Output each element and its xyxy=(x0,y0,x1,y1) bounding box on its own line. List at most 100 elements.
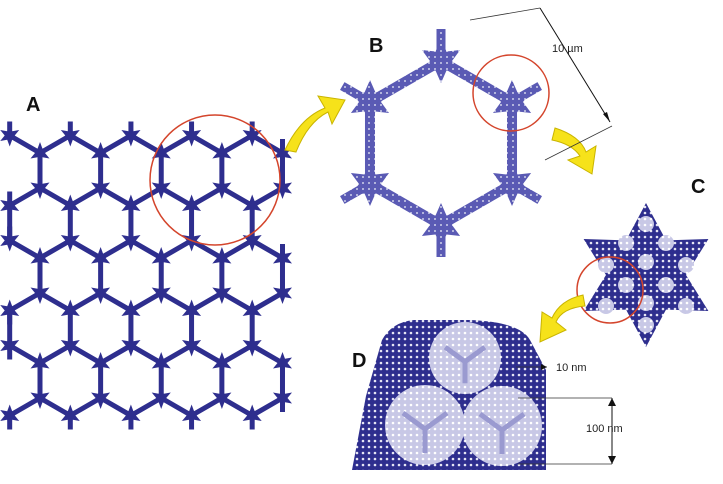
lattice-node-star xyxy=(91,387,111,409)
lattice-node-star xyxy=(273,282,292,304)
lattice-node-star xyxy=(151,177,171,199)
nanopore-detail-d xyxy=(352,320,546,470)
arrow-b-to-c xyxy=(551,127,597,175)
ring-node-star xyxy=(421,39,461,83)
ring-node-star xyxy=(493,162,532,206)
detail-pore-channel xyxy=(478,411,526,454)
lattice-node-star xyxy=(30,177,50,199)
lattice-node-star xyxy=(121,124,141,147)
lattice-node-star xyxy=(242,299,262,322)
lattice-node-star xyxy=(273,142,292,164)
lattice-node-star xyxy=(273,387,292,409)
star-pore xyxy=(618,277,634,293)
lattice-node-star xyxy=(121,404,141,427)
star-pore xyxy=(638,216,654,232)
ring-node-star xyxy=(421,203,461,247)
panel-label-d: D xyxy=(352,350,366,372)
lattice-node-star xyxy=(212,177,232,199)
honeycomb-lattice-a xyxy=(0,121,292,430)
ring-node-star xyxy=(493,80,532,124)
lattice-node-star xyxy=(0,124,20,147)
panel-label-c: C xyxy=(691,176,705,198)
lattice-node-star xyxy=(30,142,50,164)
lattice-node-star xyxy=(242,334,262,357)
lattice-node-star xyxy=(0,299,20,322)
lattice-node-star xyxy=(242,194,262,217)
arrow-a-to-b xyxy=(284,95,346,153)
lattice-node-star xyxy=(60,229,80,252)
star-pore xyxy=(658,235,674,251)
star-pore xyxy=(678,257,694,273)
honeycomb-ring-b xyxy=(340,29,542,257)
lattice-node-star xyxy=(60,194,80,217)
detail-pore-channel xyxy=(443,345,487,384)
star-pore xyxy=(678,298,694,314)
star-pore xyxy=(638,317,654,333)
lattice-node-star xyxy=(182,334,202,357)
lattice-node-star xyxy=(212,387,232,409)
detail-pore xyxy=(462,386,542,466)
lattice-node-star xyxy=(212,282,232,304)
ring-node-star xyxy=(350,162,389,206)
porous-star-c xyxy=(583,203,709,347)
lattice-node-star xyxy=(212,247,232,269)
scale-label-10nm: 10 nm xyxy=(556,362,587,374)
lattice-node-star xyxy=(0,334,20,357)
lattice-node-star xyxy=(273,247,292,269)
lattice-node-star xyxy=(0,194,20,217)
lattice-node-star xyxy=(30,282,50,304)
lattice-node-star xyxy=(182,194,202,217)
lattice-node-star xyxy=(121,334,141,357)
lattice-node-star xyxy=(182,299,202,322)
star-pore xyxy=(598,257,614,273)
scale-bar-10um: 10 µm xyxy=(469,7,613,161)
detail-pore xyxy=(429,322,501,394)
lattice-node-star xyxy=(60,404,80,427)
panel-label-a: A xyxy=(26,94,40,116)
star-pore xyxy=(638,254,654,270)
lattice-node-star xyxy=(151,387,171,409)
magnifier-circle-c xyxy=(576,256,644,324)
detail-pore xyxy=(385,385,465,465)
lattice-node-star xyxy=(91,142,111,164)
star-body xyxy=(583,203,709,347)
lattice-node-star xyxy=(0,404,20,427)
lattice-node-star xyxy=(30,352,50,374)
star-pore xyxy=(658,277,674,293)
scale-label-10um: 10 µm xyxy=(552,43,583,55)
lattice-node-star xyxy=(151,247,171,269)
lattice-node-star xyxy=(151,142,171,164)
lattice-node-star xyxy=(242,404,262,427)
star-pore xyxy=(618,235,634,251)
scale-bar-10nm: 10 nm xyxy=(516,362,587,374)
lattice-node-star xyxy=(91,352,111,374)
lattice-node-star xyxy=(151,282,171,304)
scale-bar-100nm: 100 nm xyxy=(518,397,623,465)
lattice-node-star xyxy=(121,194,141,217)
zoom-arrows xyxy=(284,95,597,343)
magnifier-circle-a xyxy=(149,114,281,246)
lattice-node-star xyxy=(151,352,171,374)
lattice-node-star xyxy=(121,299,141,322)
lattice-node-star xyxy=(60,124,80,147)
detail-pore-channel xyxy=(401,410,449,453)
lattice-node-star xyxy=(60,299,80,322)
scale-label-100nm: 100 nm xyxy=(586,423,623,435)
lattice-node-star xyxy=(242,229,262,252)
lattice-node-star xyxy=(30,387,50,409)
lattice-node-star xyxy=(121,229,141,252)
lattice-node-star xyxy=(0,229,20,252)
lattice-node-star xyxy=(60,334,80,357)
panel-label-b: B xyxy=(369,35,383,57)
magnifier-circle-b xyxy=(472,54,550,132)
lattice-node-star xyxy=(91,177,111,199)
lattice-node-star xyxy=(273,352,292,374)
lattice-node-star xyxy=(273,177,292,199)
ring-node-star xyxy=(350,80,389,124)
lattice-node-star xyxy=(242,124,262,147)
lattice-node-star xyxy=(212,142,232,164)
lattice-node-star xyxy=(91,247,111,269)
star-pore xyxy=(598,298,614,314)
lattice-node-star xyxy=(212,352,232,374)
